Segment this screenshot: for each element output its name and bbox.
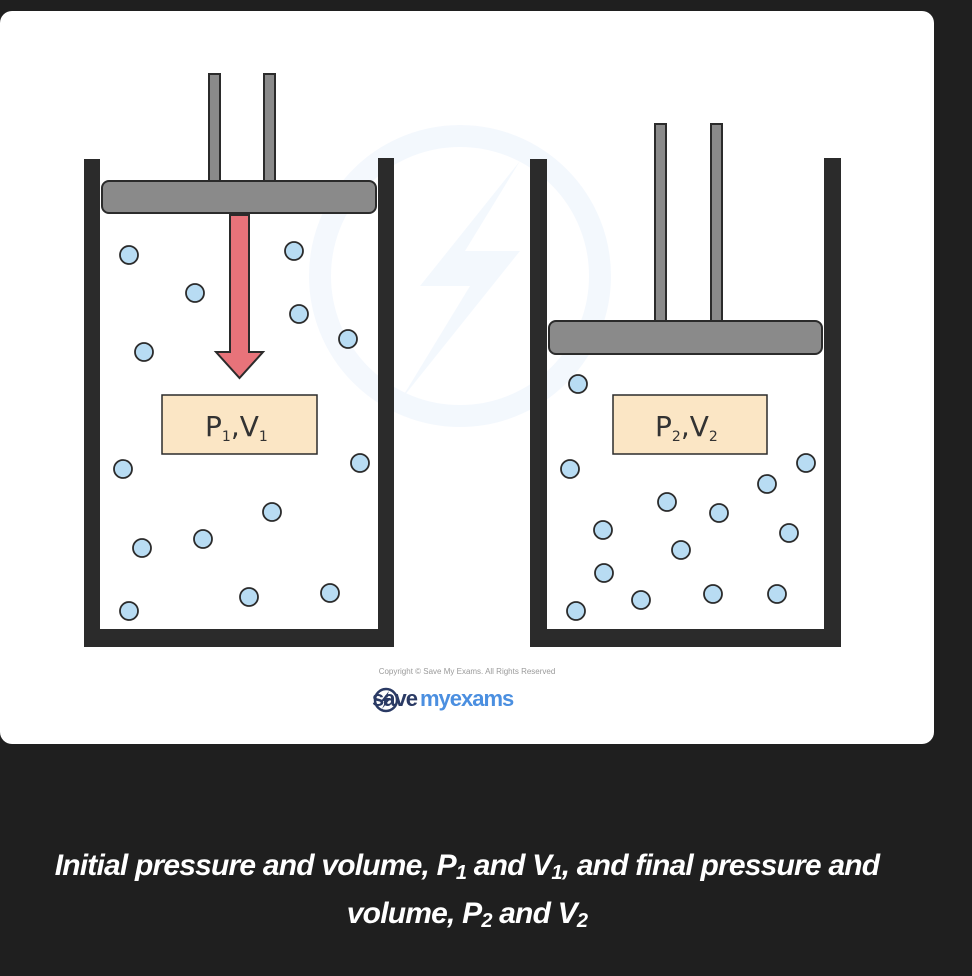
svg-text:P1,V1: P1,V1 [205, 410, 268, 445]
caption-part-3: , and final pressure and volume, P [346, 849, 880, 930]
gas-particle [566, 601, 586, 621]
gas-particle [796, 453, 816, 473]
caption-sub-1: 1 [455, 862, 467, 884]
caption-sub-3: 2 [481, 910, 492, 932]
left-label-v: V [240, 410, 259, 443]
logo-myexams-text: myexams [419, 686, 514, 711]
gas-particle [767, 584, 787, 604]
right-gas-particles [560, 374, 816, 621]
caption-sub-2: 1 [551, 862, 562, 884]
gas-particle [671, 540, 691, 560]
boyles-law-diagram: P1,V1 P2,V2 [84, 73, 841, 647]
gas-particle [568, 374, 588, 394]
gas-particle [594, 563, 614, 583]
figure-caption: Initial pressure and volume, P1 and V1, … [0, 842, 934, 938]
gas-particle [119, 601, 139, 621]
gas-particle [703, 584, 723, 604]
gas-particle [320, 583, 340, 603]
gas-particle [593, 520, 613, 540]
gas-particle [113, 459, 133, 479]
gas-particle [262, 502, 282, 522]
gas-particle [185, 283, 205, 303]
diagram-card: P1,V1 P2,V2 Copyright © Save My Exams. A… [0, 11, 934, 744]
gas-particle [338, 329, 358, 349]
right-label-v-sub: 2 [709, 429, 718, 445]
gas-particle [709, 503, 729, 523]
left-state-label: P1,V1 [161, 394, 318, 455]
left-label-p-sub: 1 [222, 429, 231, 445]
gas-particle [132, 538, 152, 558]
copyright-notice: Copyright © Save My Exams. All Rights Re… [378, 667, 556, 676]
gas-particle [134, 342, 154, 362]
right-label-p: P [655, 410, 672, 443]
gas-particle [239, 587, 259, 607]
caption-part-1: Initial pressure and volume, P [54, 849, 457, 882]
gas-particle [757, 474, 777, 494]
left-piston [101, 73, 377, 214]
gas-particle [119, 245, 139, 265]
right-label-p-sub: 2 [672, 429, 681, 445]
right-piston [548, 123, 823, 355]
right-label-sep: , [681, 410, 690, 443]
caption-part-2: and V [466, 849, 552, 882]
gas-particle [193, 529, 213, 549]
left-label-v-sub: 1 [259, 429, 268, 445]
gas-particle [560, 459, 580, 479]
caption-part-4: and V [491, 897, 577, 930]
gas-particle [657, 492, 677, 512]
svg-text:P2,V2: P2,V2 [655, 410, 718, 445]
right-label-v: V [690, 410, 709, 443]
gas-particle [284, 241, 304, 261]
left-label-sep: , [231, 410, 240, 443]
left-label-p: P [205, 410, 222, 443]
caption-sub-4: 2 [576, 910, 588, 932]
gas-particle [779, 523, 799, 543]
compression-arrow [213, 214, 266, 380]
gas-particle [289, 304, 309, 324]
lightning-bolt-icon [373, 687, 399, 713]
gas-particle [350, 453, 370, 473]
gas-particle [631, 590, 651, 610]
watermark-icon [309, 125, 611, 427]
right-state-label: P2,V2 [612, 394, 768, 455]
left-gas-particles [113, 241, 370, 621]
